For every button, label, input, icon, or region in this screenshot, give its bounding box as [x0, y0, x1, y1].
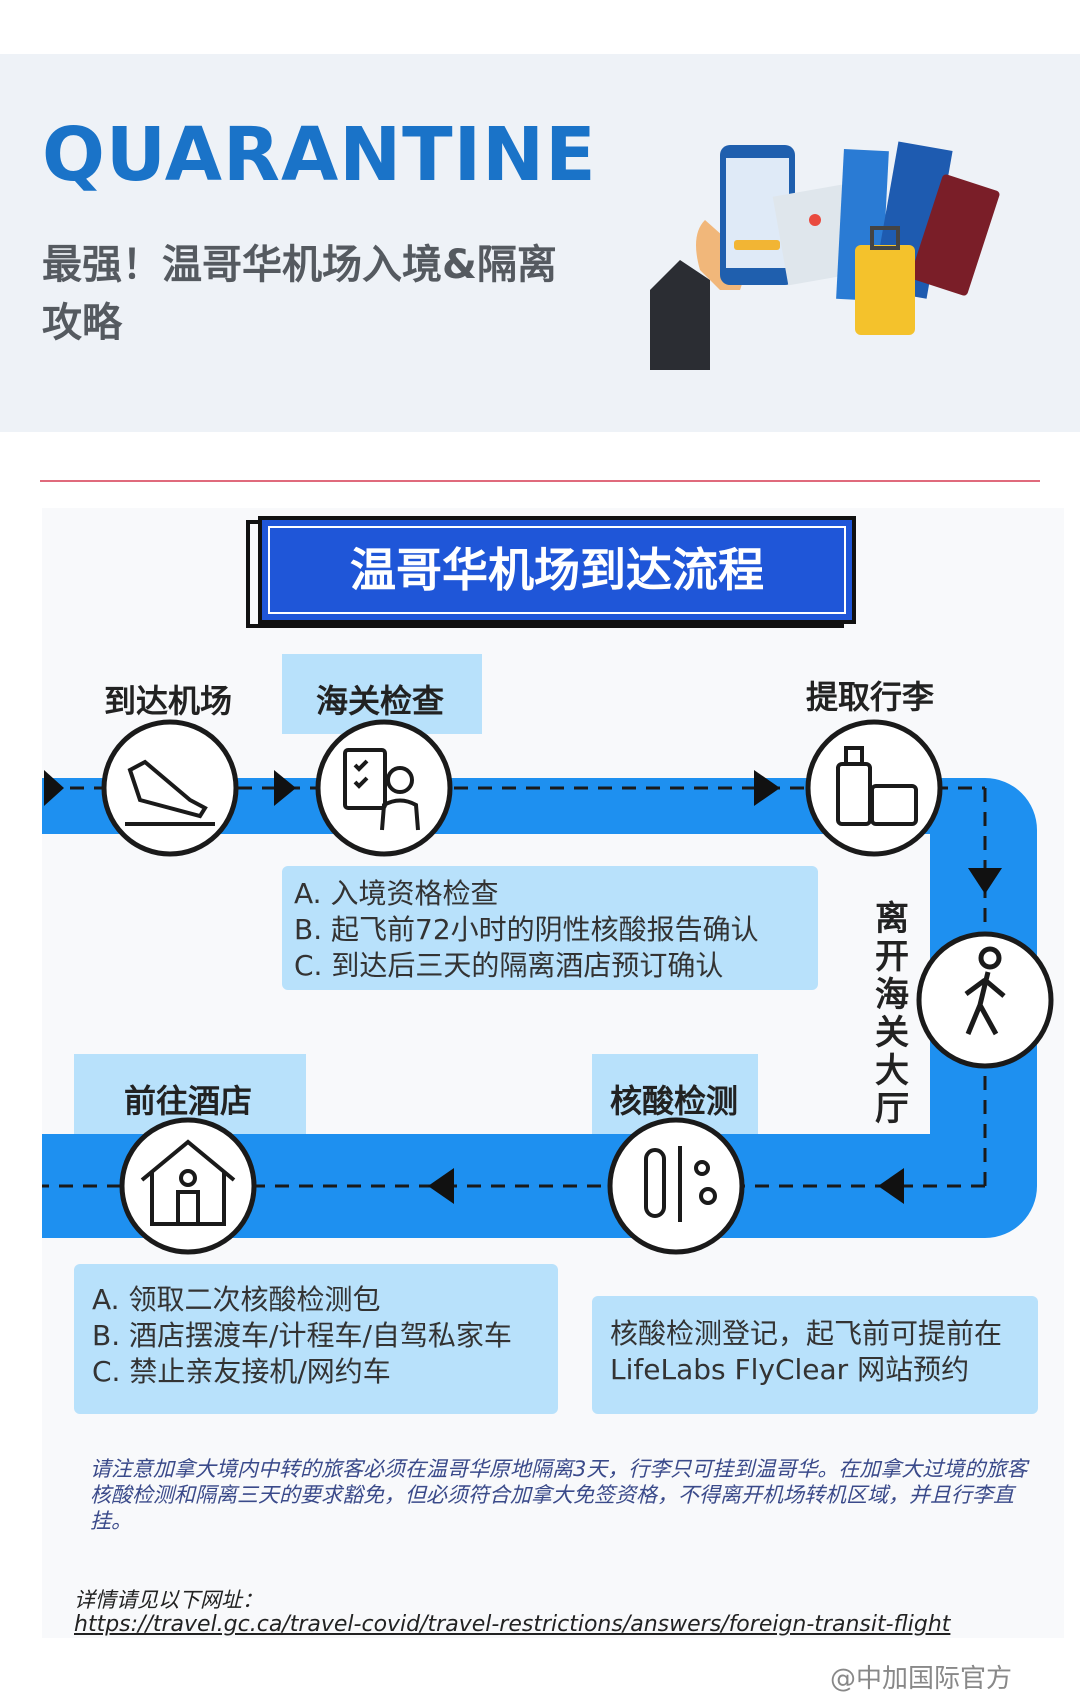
baggage-label: 提取行李	[806, 678, 935, 716]
passport-icon	[910, 174, 1000, 296]
hotel-station	[119, 1117, 257, 1255]
test-item: LifeLabs FlyClear 网站预约	[610, 1353, 970, 1386]
arrow-1	[274, 770, 296, 806]
arrow-down	[968, 868, 1002, 894]
phone-icon	[720, 145, 795, 285]
customs-item: C. 到达后三天的隔离酒店预订确认	[294, 949, 724, 982]
arrow-2	[754, 770, 780, 806]
customs-station	[315, 719, 453, 857]
arrow-left-1	[878, 1168, 904, 1204]
hotel-item: A. 领取二次核酸检测包	[92, 1283, 381, 1316]
luggage-claim-icon	[836, 746, 918, 826]
detail-label: 详情请见以下网址：	[74, 1588, 263, 1612]
test-item: 核酸检测登记，起飞前可提前在	[610, 1317, 1003, 1350]
arrive-station	[101, 719, 239, 857]
map-icon	[772, 184, 858, 286]
weibo-watermark: @中加国际官方	[830, 1664, 1013, 1694]
customs-item: B. 起飞前72小时的阴性核酸报告确认	[294, 913, 759, 946]
hotel-label: 前往酒店	[124, 1082, 253, 1120]
hotel-item: B. 酒店摆渡车/计程车/自驾私家车	[92, 1319, 512, 1352]
hotel-item: C. 禁止亲友接机/网约车	[92, 1355, 391, 1388]
walking-person-icon	[964, 946, 1006, 1036]
test-info-box: 核酸检测登记，起飞前可提前在 LifeLabs FlyClear 网站预约	[592, 1296, 1038, 1414]
transit-note: 请注意加拿大境内中转的旅客必须在温哥华原地隔离3天，行李只可挂到温哥华。在加拿大…	[90, 1457, 1028, 1533]
arrow-left-2	[428, 1168, 454, 1204]
page-title: QUARANTINE	[42, 112, 597, 198]
travel-illustration	[650, 141, 1000, 370]
hotel-info-box: A. 领取二次核酸检测包 B. 酒店摆渡车/计程车/自驾私家车 C. 禁止亲友接…	[74, 1264, 558, 1414]
test-label: 核酸检测	[610, 1082, 739, 1120]
house-person-icon	[140, 1139, 236, 1226]
luggage-icon	[855, 226, 915, 335]
test-tube-icon	[644, 1146, 717, 1222]
test-station	[607, 1117, 745, 1255]
leave-label: 离开海关大厅	[875, 899, 909, 1129]
section-divider	[40, 480, 1040, 482]
flow-banner-title: 温哥华机场到达流程	[350, 543, 764, 597]
customs-label: 海关检查	[316, 682, 445, 720]
customs-info-box: A. 入境资格检查 B. 起飞前72小时的阴性核酸报告确认 C. 到达后三天的隔…	[282, 866, 818, 990]
leave-station	[916, 931, 1054, 1069]
baggage-station	[805, 719, 943, 857]
customs-item: A. 入境资格检查	[294, 877, 499, 910]
detail-link[interactable]: https://travel.gc.ca/travel-covid/travel…	[74, 1612, 951, 1637]
page-subtitle: 最强！温哥华机场入境&隔离攻略	[42, 242, 557, 346]
arrow-start	[44, 770, 64, 806]
arrive-label: 到达机场	[104, 682, 233, 720]
flow-banner: 温哥华机场到达流程	[258, 516, 856, 624]
customs-officer-icon	[343, 748, 420, 831]
plane-landing-icon	[125, 759, 215, 826]
